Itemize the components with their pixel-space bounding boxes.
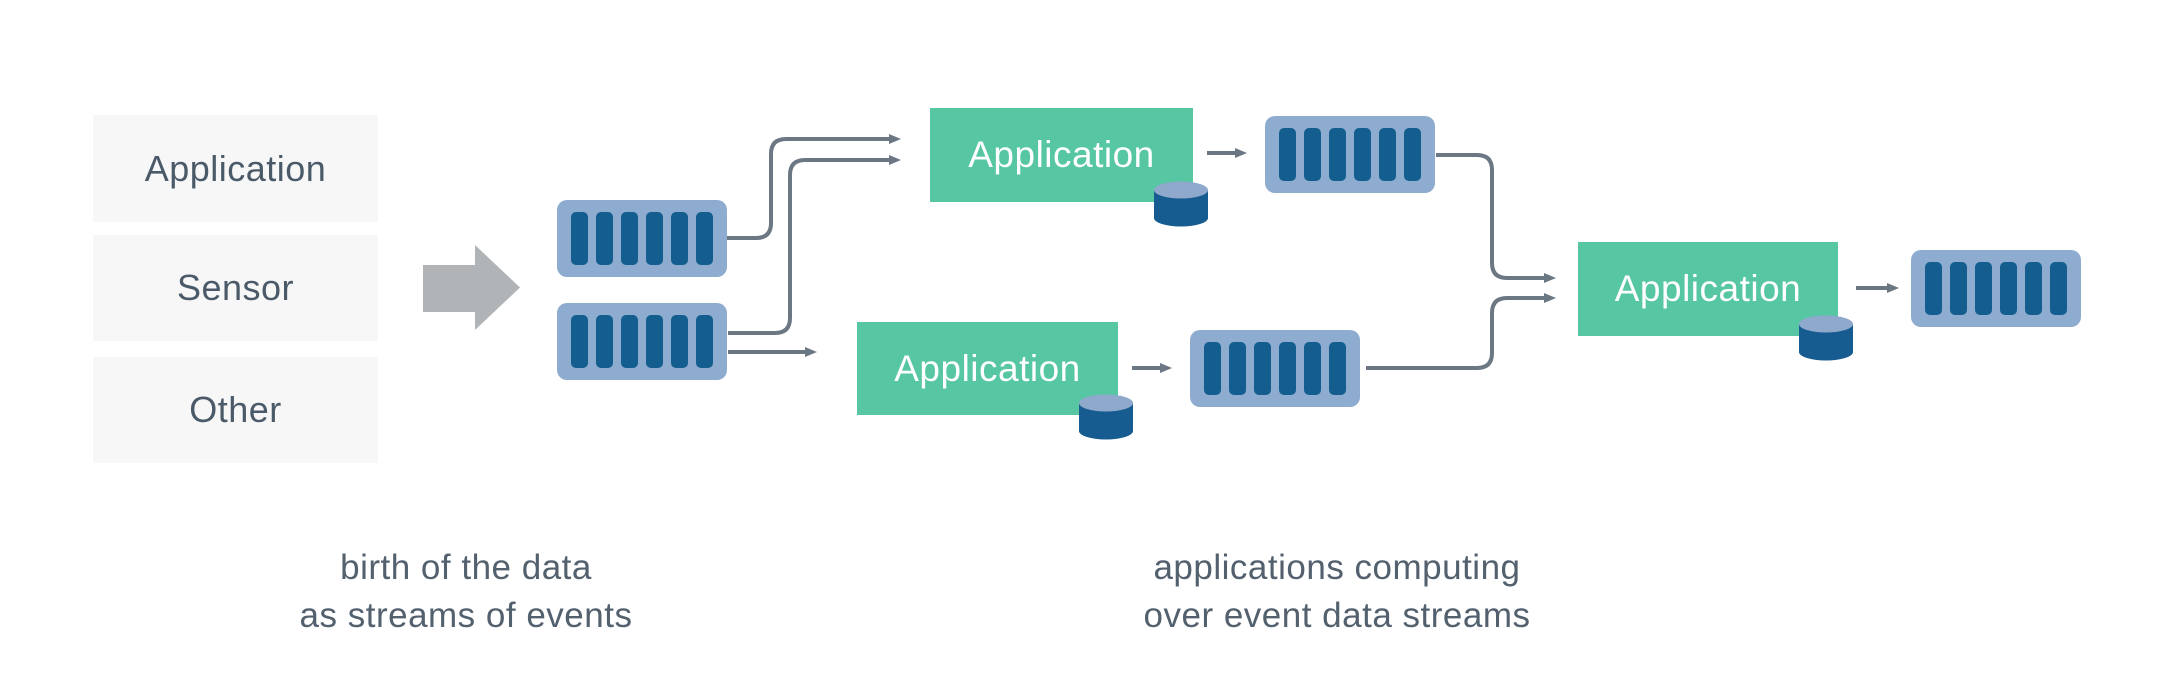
flow-arrow-stream2-to-app1 [728,155,901,335]
source-label: Sensor [176,267,295,308]
source-label: Other [189,389,282,430]
stream-bar [1304,342,1321,395]
stream-bar [1925,262,1942,315]
stream-bar [621,315,638,368]
application-box: Application [857,322,1133,440]
stream-bar [696,315,713,368]
caption-line: as streams of events [299,596,633,635]
stream-bar [696,212,713,265]
database-cylinder-icon [1154,181,1208,227]
stream-bar [571,315,588,368]
source-label: Application [144,147,327,189]
source-box-sensor: Sensor [93,235,378,341]
stream-bar [1329,342,1346,395]
stream-bar [2000,262,2017,315]
event-stream-icon [557,303,727,380]
stream-bar [1279,128,1296,181]
stream-bar [621,212,638,265]
event-stream-icon [1265,116,1435,193]
database-cylinder-icon [1079,394,1133,440]
flow-arrow-stream4-to-app3 [1366,293,1556,370]
stream-bar [571,212,588,265]
stream-bar [1950,262,1967,315]
source-box-application: Application [93,115,378,222]
stream-bar [2050,262,2067,315]
stream-bar [1404,128,1421,181]
flow-arrow-stream3-to-app3 [1436,153,1556,283]
stream-bar [1329,128,1346,181]
caption-line: birth of the data [340,548,592,587]
caption-applications-computing: applications computing over event data s… [1117,544,1557,640]
caption-birth-of-data: birth of the data as streams of events [246,544,686,640]
stream-bar [1975,262,1992,315]
application-box: Application [1578,242,1853,361]
stream-bar [1254,342,1271,395]
application-label: Application [1614,268,1802,309]
database-cylinder-icon [1799,315,1853,361]
stream-bar [1379,128,1396,181]
stream-bar [671,315,688,368]
stream-bar [1279,342,1296,395]
application-label: Application [894,347,1081,389]
application-box: Application [930,108,1208,227]
stream-bar [646,315,663,368]
stream-bar [1354,128,1371,181]
stream-bar [2025,262,2042,315]
block-arrow-icon [423,245,520,330]
stream-bar [1304,128,1321,181]
stream-bar [596,315,613,368]
flow-arrow-stream1-to-app1 [727,134,901,240]
stream-bar [596,212,613,265]
stream-bar [646,212,663,265]
stream-bar [671,212,688,265]
source-box-other: Other [93,357,378,463]
event-stream-icon [557,200,727,277]
event-stream-icon [1190,330,1360,407]
application-label: Application [968,134,1155,175]
caption-line: over event data streams [1143,596,1531,635]
event-stream-icon [1911,250,2081,327]
stream-bar [1204,342,1221,395]
stream-bar [1229,342,1246,395]
caption-line: applications computing [1153,548,1521,587]
